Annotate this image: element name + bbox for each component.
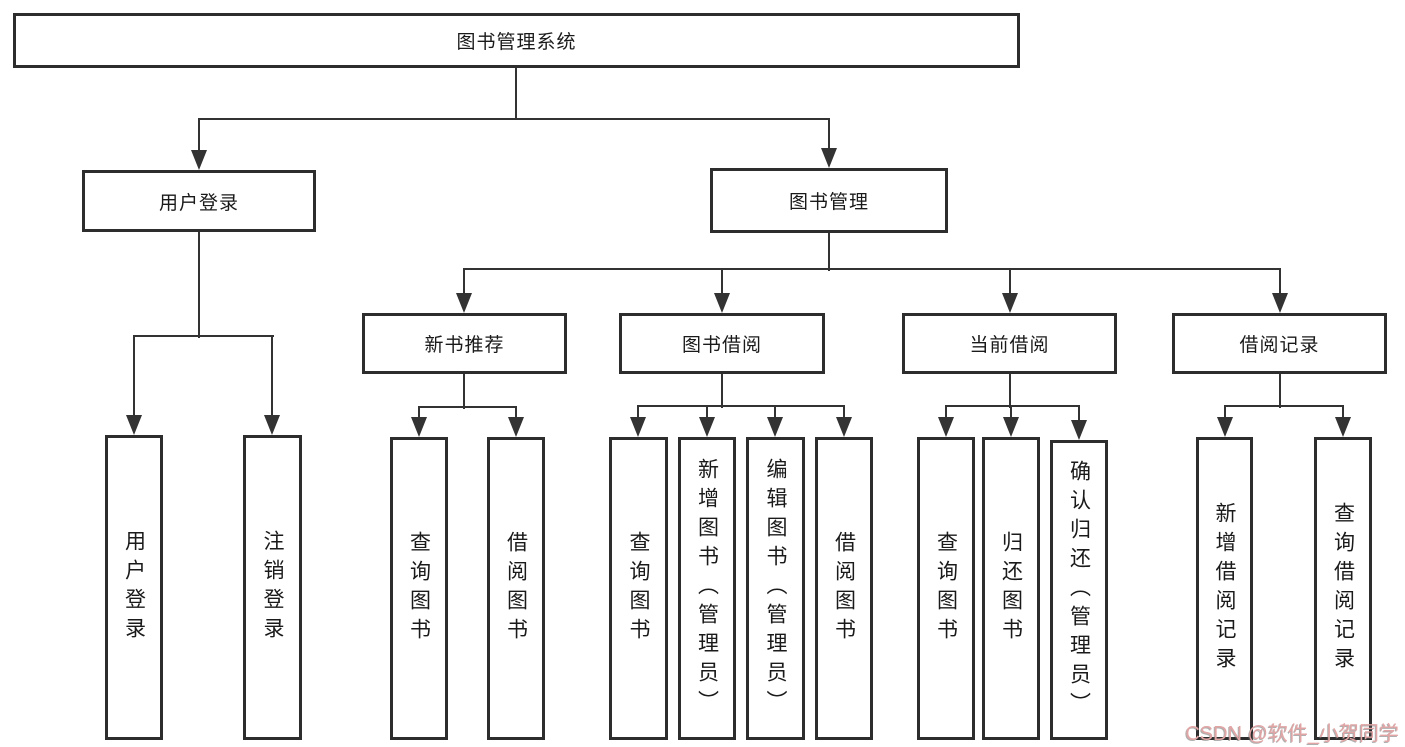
node-user-login-branch-label: 用户登录 <box>158 192 239 214</box>
leaf-current-query-books-label: 查询图书 <box>934 530 958 647</box>
connector-line <box>637 405 845 407</box>
node-root-label: 图书管理系统 <box>456 32 577 53</box>
node-borrowing-records: 借阅记录 <box>1172 313 1387 374</box>
connector-line <box>1009 374 1011 408</box>
connector-line <box>1009 269 1011 296</box>
connector-line <box>774 406 776 420</box>
connector-line <box>1010 406 1012 420</box>
connector-line <box>1279 374 1281 408</box>
arrowhead-down-icon <box>1071 420 1087 440</box>
node-user-login-branch: 用户登录 <box>82 170 316 232</box>
leaf-newbook-borrow-books: 借阅图书 <box>487 437 545 740</box>
arrowhead-down-icon <box>699 417 715 437</box>
leaf-user-login: 用户登录 <box>105 435 163 740</box>
connector-line <box>418 406 517 408</box>
connector-line <box>133 335 274 337</box>
connector-line <box>198 118 830 120</box>
connector-line <box>418 407 420 420</box>
node-borrowing-records-label: 借阅记录 <box>1239 335 1320 356</box>
leaf-newbook-query-books: 查询图书 <box>390 437 448 740</box>
node-current-borrowing-label: 当前借阅 <box>969 335 1050 356</box>
leaf-records-query-record: 查询借阅记录 <box>1314 437 1372 740</box>
connector-line <box>515 407 517 420</box>
connector-line <box>637 406 639 420</box>
connector-line <box>843 406 845 420</box>
node-current-borrowing: 当前借阅 <box>902 313 1117 374</box>
connector-line <box>463 268 1281 270</box>
leaf-current-return-books: 归还图书 <box>982 437 1040 740</box>
arrowhead-down-icon <box>264 415 280 435</box>
leaf-borrow-query-books: 查询图书 <box>609 437 668 740</box>
connector-line <box>706 406 708 420</box>
connector-line <box>1279 269 1281 296</box>
leaf-current-query-books: 查询图书 <box>917 437 975 740</box>
connector-line <box>198 119 200 152</box>
leaf-logout: 注销登录 <box>243 435 302 740</box>
leaf-current-confirm-return-admin-label: 确认归还（管理员） <box>1067 459 1091 721</box>
node-root: 图书管理系统 <box>13 13 1020 68</box>
leaf-borrow-edit-books-admin: 编辑图书（管理员） <box>746 437 805 740</box>
arrowhead-down-icon <box>836 417 852 437</box>
leaf-borrow-borrow-books: 借阅图书 <box>815 437 873 740</box>
leaf-user-login-label: 用户登录 <box>122 529 146 646</box>
leaf-current-return-books-label: 归还图书 <box>999 530 1023 647</box>
arrowhead-down-icon <box>456 293 472 313</box>
arrowhead-down-icon <box>411 417 427 437</box>
arrowhead-down-icon <box>1272 293 1288 313</box>
connector-line <box>271 336 273 417</box>
leaf-borrow-query-books-label: 查询图书 <box>627 530 650 647</box>
connector-line <box>828 233 830 271</box>
leaf-borrow-add-books-admin: 新增图书（管理员） <box>678 437 736 740</box>
connector-line <box>1224 406 1226 420</box>
leaf-newbook-query-books-label: 查询图书 <box>407 530 431 647</box>
leaf-borrow-add-books-admin-label: 新增图书（管理员） <box>695 458 719 719</box>
arrowhead-down-icon <box>1335 417 1351 437</box>
node-book-management: 图书管理 <box>710 168 948 233</box>
node-new-book-recommend-label: 新书推荐 <box>424 335 505 356</box>
connector-line <box>945 405 1080 407</box>
csdn-watermark: CSDN @软件_小贺同学 <box>1185 723 1399 745</box>
arrowhead-down-icon <box>714 293 730 313</box>
arrowhead-down-icon <box>767 417 783 437</box>
connector-line <box>721 269 723 296</box>
node-book-borrowing-label: 图书借阅 <box>681 335 762 356</box>
connector-line <box>133 336 135 417</box>
node-book-borrowing: 图书借阅 <box>619 313 825 374</box>
arrowhead-down-icon <box>1217 417 1233 437</box>
arrowhead-down-icon <box>191 150 207 170</box>
arrowhead-down-icon <box>938 417 954 437</box>
connector-line <box>1078 406 1080 422</box>
arrowhead-down-icon <box>630 417 646 437</box>
arrowhead-down-icon <box>126 415 142 435</box>
leaf-records-query-record-label: 查询借阅记录 <box>1331 501 1355 676</box>
node-book-management-label: 图书管理 <box>788 192 869 213</box>
connector-line <box>198 232 200 338</box>
leaf-current-confirm-return-admin: 确认归还（管理员） <box>1050 440 1108 740</box>
node-new-book-recommend: 新书推荐 <box>362 313 567 374</box>
leaf-records-add-record: 新增借阅记录 <box>1196 437 1253 740</box>
leaf-logout-label: 注销登录 <box>261 529 284 646</box>
connector-line <box>463 374 465 409</box>
connector-line <box>515 68 517 120</box>
connector-line <box>828 119 830 150</box>
connector-line <box>945 406 947 420</box>
leaf-records-add-record-label: 新增借阅记录 <box>1213 501 1236 676</box>
connector-line <box>1342 406 1344 420</box>
leaf-borrow-edit-books-admin-label: 编辑图书（管理员） <box>764 458 787 719</box>
arrowhead-down-icon <box>508 417 524 437</box>
arrowhead-down-icon <box>821 148 837 168</box>
arrowhead-down-icon <box>1003 417 1019 437</box>
leaf-newbook-borrow-books-label: 借阅图书 <box>504 530 528 647</box>
connector-line <box>721 374 723 408</box>
leaf-borrow-borrow-books-label: 借阅图书 <box>832 530 856 647</box>
arrowhead-down-icon <box>1002 293 1018 313</box>
connector-line <box>463 269 465 296</box>
connector-line <box>1224 405 1344 407</box>
